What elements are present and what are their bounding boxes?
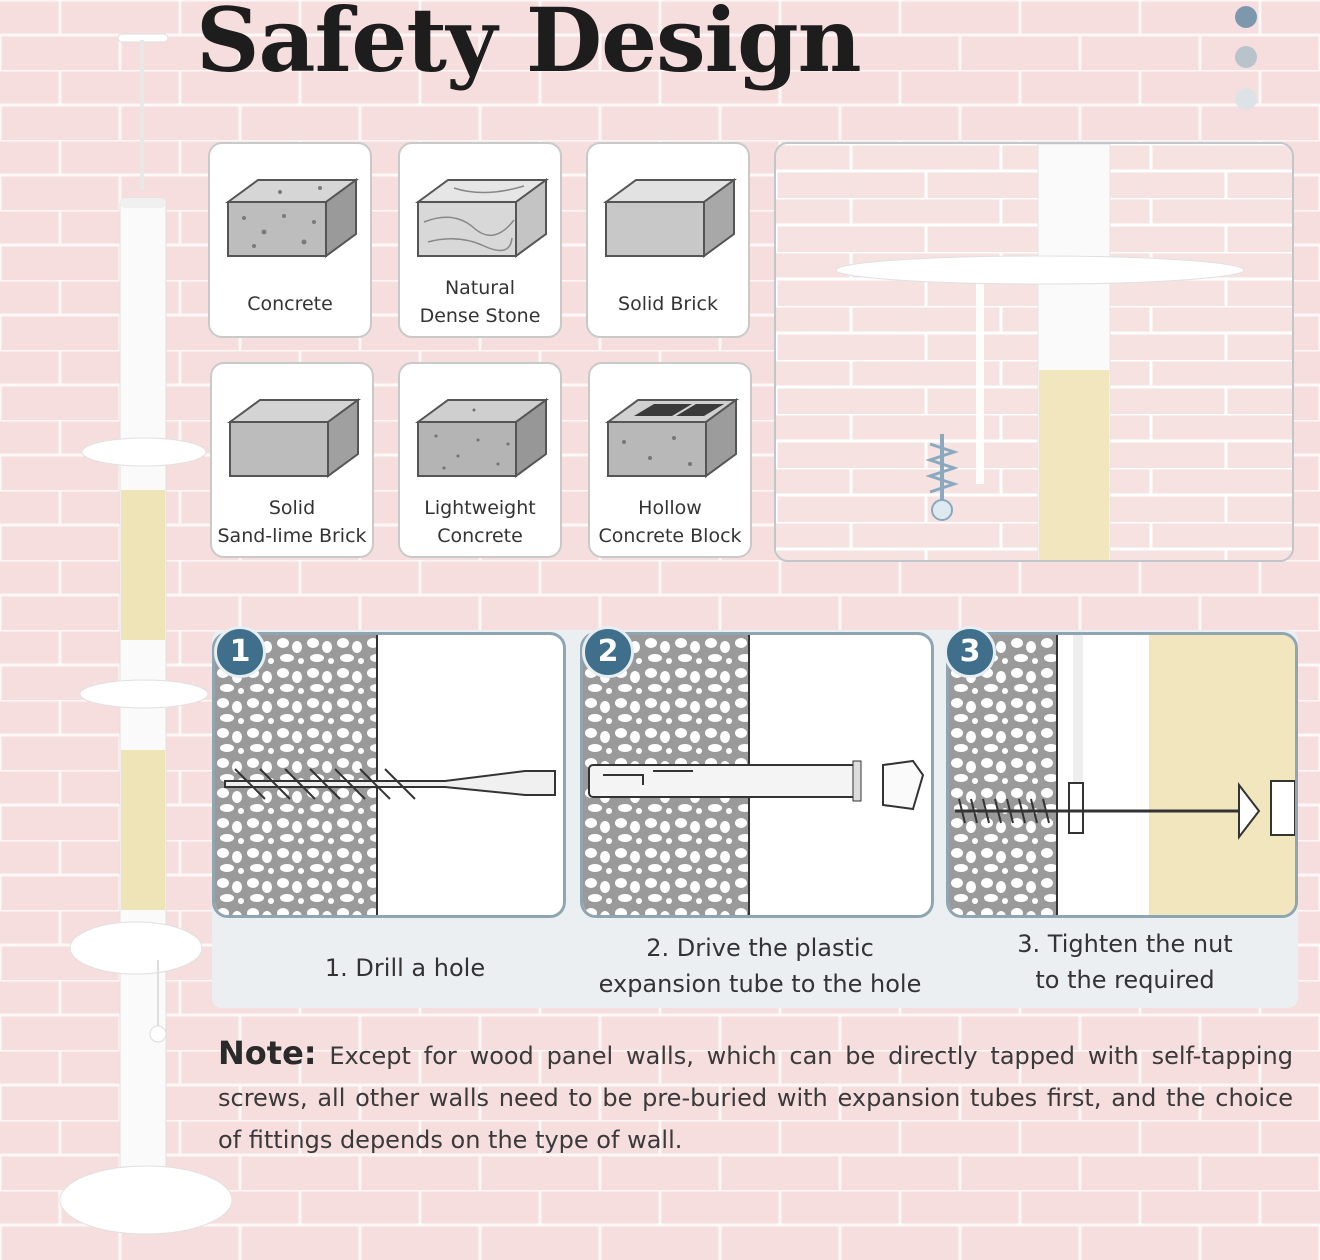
drill-bit-icon <box>215 635 556 915</box>
wall-type-label: Solid Brick <box>618 293 718 315</box>
carousel-dot-2[interactable] <box>1235 46 1257 68</box>
note-paragraph: Note: Except for wood panel walls, which… <box>218 1032 1293 1161</box>
step-number-badge: 3 <box>944 626 996 678</box>
step-2-panel <box>580 632 934 918</box>
step-3-panel <box>946 632 1298 918</box>
screw-icon <box>949 635 1295 915</box>
wall-mount-illustration <box>776 144 1292 560</box>
wall-type-label: Lightweight Concrete <box>424 497 536 547</box>
page-title: Safety Design <box>196 0 862 92</box>
wall-type-label: Hollow Concrete Block <box>598 497 742 547</box>
carousel-dot-3[interactable] <box>1235 88 1257 110</box>
step-1-caption: 1. Drill a hole <box>324 954 486 982</box>
wall-type-label: Natural Dense Stone <box>419 277 541 327</box>
wall-type-card-dense-stone: Natural Dense Stone <box>398 142 562 338</box>
lightweight-concrete-icon <box>414 398 550 478</box>
step-number-badge: 1 <box>214 626 266 678</box>
wall-mount-photo <box>774 142 1294 562</box>
note-label: Note: <box>218 1034 317 1072</box>
carousel-dot-1[interactable] <box>1235 6 1257 28</box>
step-number-badge: 2 <box>582 626 634 678</box>
sand-lime-brick-icon <box>226 398 362 478</box>
step-3-caption: 3. Tighten the nut to the required <box>1017 930 1233 994</box>
wall-type-card-concrete: Concrete <box>208 142 372 338</box>
cat-tree-illustration <box>59 33 233 1235</box>
step-1-panel <box>212 632 566 918</box>
concrete-block-icon <box>224 178 360 258</box>
wall-type-card-solid-brick: Solid Brick <box>586 142 750 338</box>
solid-brick-icon <box>602 178 738 258</box>
expansion-tube-icon <box>583 635 925 915</box>
note-text: Except for wood panel walls, which can b… <box>218 1042 1293 1154</box>
wall-type-card-hollow-block: Hollow Concrete Block <box>588 362 752 558</box>
dense-stone-icon <box>414 178 550 258</box>
wall-type-label: Solid Sand-lime Brick <box>217 497 367 547</box>
step-2-caption: 2. Drive the plastic expansion tube to t… <box>598 934 922 998</box>
wall-type-card-sand-lime-brick: Solid Sand-lime Brick <box>210 362 374 558</box>
anchor-screw-icon <box>925 434 959 521</box>
hollow-block-icon <box>604 398 740 478</box>
wall-type-label: Concrete <box>247 293 333 315</box>
wall-type-card-lightweight-concrete: Lightweight Concrete <box>398 362 562 558</box>
